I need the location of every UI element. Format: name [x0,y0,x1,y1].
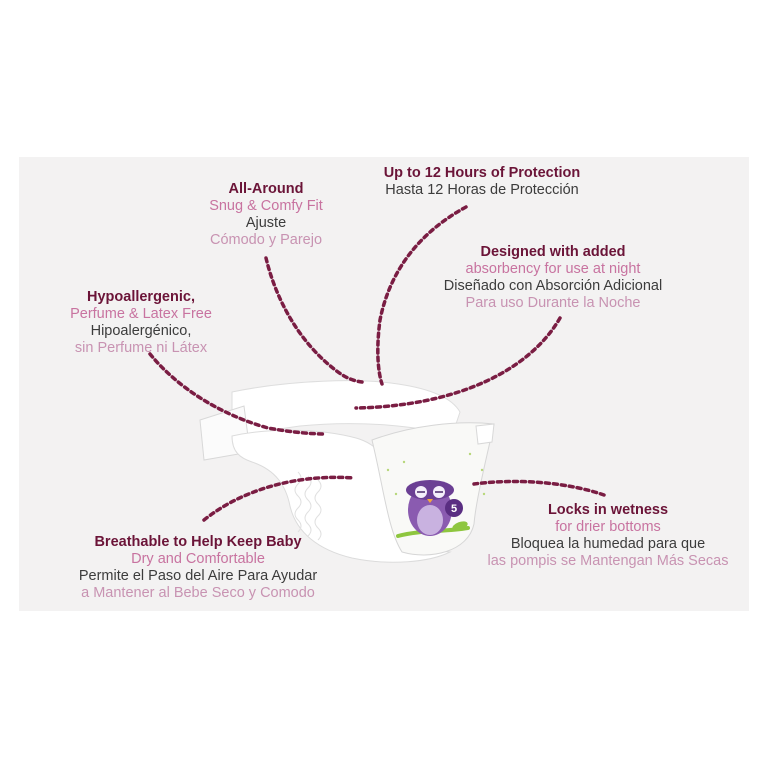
callout-leader-lines [148,205,606,522]
leader-breathable [202,475,356,522]
absorbency-subheading: absorbency for use at night [465,261,641,277]
wetness-heading: Locks in wetness [547,502,669,518]
pattern-dots [386,452,486,496]
fit-line-es-light: Cómodo y Parejo [209,232,323,248]
wetness-line-es: Bloquea la humedad para que [510,536,706,552]
wetness-line-es-light: las pompis se Mantengan Más Secas [487,553,729,569]
leader-fit [264,256,364,384]
breathable-heading: Breathable to Help Keep Baby [94,534,302,550]
owl-icon: 5 [406,480,463,536]
fit-subheading: Snug & Comfy Fit [209,198,323,214]
callout-fit: All-Around Snug & Comfy Fit Ajuste Cómod… [186,181,346,249]
leader-absorbency [354,316,562,410]
callout-protection: Up to 12 Hours of Protection Hasta 12 Ho… [374,165,590,199]
wetness-subheading: for drier bottoms [555,519,661,535]
absorbency-line-es-light: Para uso Durante la Noche [465,295,641,311]
callout-hypoallergenic: Hypoallergenic, Perfume & Latex Free Hip… [54,289,228,357]
leg-cuff-ruffle [294,471,322,541]
callout-wetness: Locks in wetness for drier bottoms Bloqu… [472,502,744,570]
diaper-right-tab [475,423,495,445]
fit-heading: All-Around [228,181,304,197]
absorbency-line-es: Diseñado con Absorción Adicional [443,278,663,294]
absorbency-heading: Designed with added [480,244,626,260]
breathable-line-es: Permite el Paso del Aire Para Ayudar [78,568,318,584]
protection-heading: Up to 12 Hours of Protection [383,165,581,181]
fit-line-es: Ajuste [245,215,287,231]
leader-hypoallergenic [148,352,328,436]
hypoallergenic-line-es-light: sin Perfume ni Látex [74,340,208,356]
svg-text:5: 5 [451,503,457,515]
leader-wetness [472,479,606,497]
hypoallergenic-line-es: Hipoalergénico, [90,323,192,339]
callout-absorbency: Designed with added absorbency for use a… [436,244,670,312]
callout-breathable: Breathable to Help Keep Baby Dry and Com… [60,534,336,602]
leader-protection [376,205,468,386]
hypoallergenic-heading: Hypoallergenic, [87,289,195,305]
hypoallergenic-subheading: Perfume & Latex Free [70,306,212,322]
protection-heading-es: Hasta 12 Horas de Protección [385,182,579,198]
breathable-line-es-light: a Mantener al Bebe Seco y Comodo [81,585,315,601]
breathable-subheading: Dry and Comfortable [131,551,265,567]
